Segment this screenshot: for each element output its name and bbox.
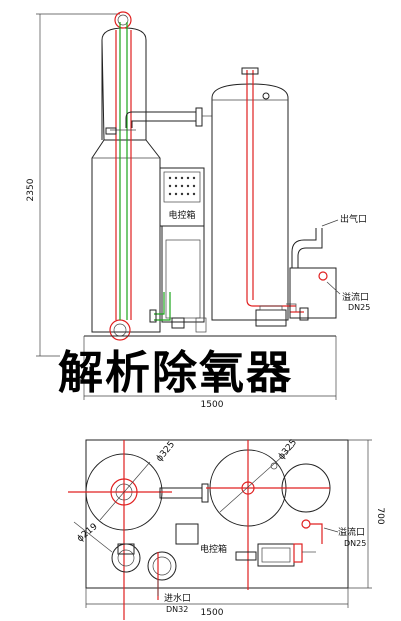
elevation-view: 2350 (26, 11, 370, 410)
overflow-label: 溢流口 (342, 291, 369, 303)
control-box: 电控箱 (159, 167, 205, 323)
plan-overflow-size: DN25 (344, 539, 366, 548)
right-tank (211, 67, 309, 327)
dia-small-label: ϕ219 (76, 522, 100, 545)
outlet-label: 出气口 (340, 213, 367, 225)
control-box-label: 电控箱 (168, 209, 195, 221)
dia-right-label: ϕ325 (277, 438, 300, 462)
product-title: 解析除氧器 (58, 346, 293, 399)
overflow-size: DN25 (348, 303, 370, 312)
inlet-valves (149, 292, 207, 333)
connector-pipe (105, 107, 212, 135)
height-dimension: 2350 (26, 178, 36, 201)
plan-control-box: 电控箱 (175, 523, 227, 555)
left-column (91, 11, 161, 341)
dia-left-label: ϕ325 (155, 440, 178, 464)
elevation-width-dimension: 1500 (201, 400, 224, 410)
plan-pump (235, 543, 316, 567)
control-box-indicators (168, 176, 196, 196)
outlet-assembly: 出气口 溢流口 DN25 (289, 213, 370, 319)
plan-view: 700 1500 ϕ325 ϕ3 (68, 438, 385, 620)
plan-connector (159, 483, 209, 503)
plan-width-dimension: 1500 (201, 608, 224, 618)
plan-control-box-label: 电控箱 (200, 543, 227, 555)
plan-overflow-label: 溢流口 (338, 526, 365, 538)
depth-dimension: 700 (375, 507, 385, 524)
inlet-size: DN32 (166, 605, 188, 614)
right-tank-plan: ϕ325 溢流口 DN25 (206, 438, 366, 590)
inlet-label: 进水口 (164, 592, 191, 604)
inlet-plan: 进水口 DN32 (147, 551, 191, 614)
